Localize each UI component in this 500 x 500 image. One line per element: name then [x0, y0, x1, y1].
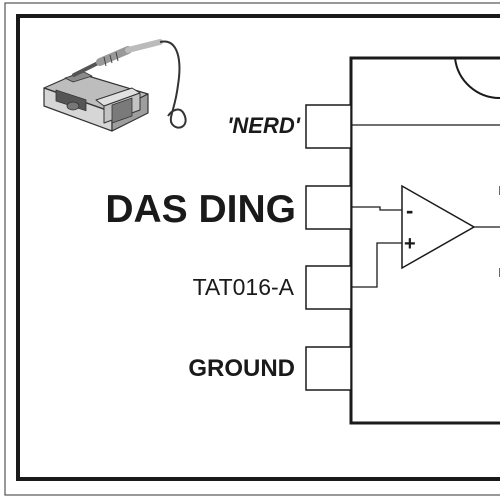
inner-border: [16, 14, 500, 481]
pin-1: [305, 104, 352, 149]
pin-3-label: TAT016-A: [192, 274, 294, 300]
chip-notch: [454, 57, 500, 100]
pin-3: [305, 265, 352, 310]
chip-body: [349, 56, 500, 425]
outer-border: [4, 2, 500, 496]
pin-4: [305, 346, 352, 391]
pin-2-label: DAS DING: [105, 188, 296, 231]
pin-1-label: 'NERD': [227, 113, 300, 138]
pin-4-label: GROUND: [188, 355, 295, 382]
pin-3-trace: [351, 242, 402, 288]
pin-2: [305, 185, 352, 230]
soldering-station-icon: [43, 39, 187, 132]
opamp-noninverting-label: +: [404, 233, 416, 255]
pin-2-trace: [351, 206, 402, 211]
opamp-symbol: - +: [401, 184, 476, 270]
opamp-inverting-label: -: [406, 198, 413, 223]
internal-wiring: [351, 124, 500, 288]
